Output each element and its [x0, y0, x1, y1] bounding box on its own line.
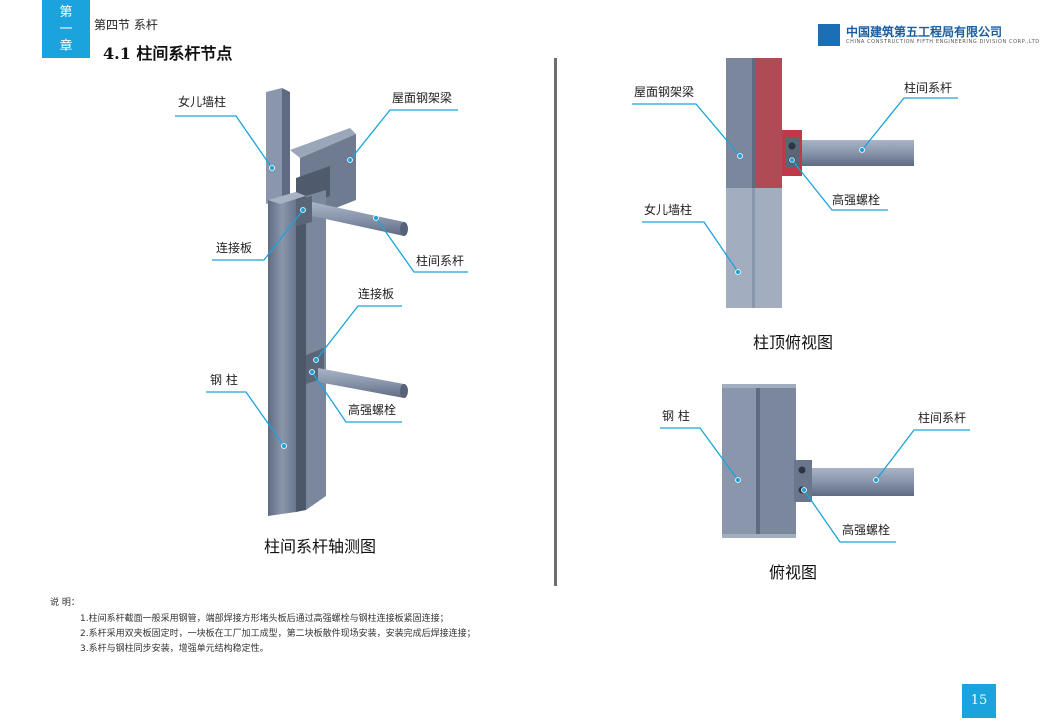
column-top-view-drawing: 屋面钢架梁 柱间系杆 高强螺栓 女儿墙柱 柱顶俯视图: [632, 58, 958, 352]
roof-beam-left-flange: [726, 58, 754, 188]
tie-rod-top-view: [802, 140, 914, 166]
label-roof-beam-top: 屋面钢架梁: [634, 84, 694, 99]
label-tie-rod-plan: 柱间系杆: [918, 410, 966, 425]
label-connection-plate-lower: 连接板: [358, 286, 394, 301]
note-item-3: 3.系杆与钢柱同步安装，增强单元结构稳定性。: [80, 644, 269, 654]
plan-view-drawing: 钢 柱 柱间系杆 高强螺栓 俯视图: [660, 384, 970, 582]
page-number: 15: [962, 684, 996, 718]
label-parapet-column: 女儿墙柱: [178, 94, 226, 109]
label-tie-rod-top: 柱间系杆: [904, 80, 952, 95]
note-item-2: 2.系杆采用双夹板固定时，一块板在工厂加工成型，第二块板散件现场安装，安装完成后…: [80, 629, 476, 639]
parapet-column: [266, 88, 290, 204]
chapter-char-3: 章: [59, 39, 73, 54]
notes-title: 说 明：: [50, 598, 80, 608]
caption-axonometric: 柱间系杆轴测图: [264, 537, 376, 556]
chapter-tab: 第 一 章: [42, 0, 90, 58]
caption-plan-view: 俯视图: [769, 563, 817, 582]
company-name-en: CHINA CONSTRUCTION FIFTH ENGINEERING DIV…: [846, 39, 1040, 45]
chapter-char-1: 第: [59, 5, 73, 20]
main-steel-column: [268, 190, 326, 516]
label-connection-plate-upper: 连接板: [216, 240, 252, 255]
company-logo: 中国建筑第五工程局有限公司 CHINA CONSTRUCTION FIFTH E…: [818, 24, 1039, 50]
notes-block: 说 明： 1.柱间系杆截面一般采用钢管，端部焊接方形堵头板后通过高强螺栓与钢柱连…: [50, 596, 476, 657]
chapter-char-2: 一: [59, 22, 73, 37]
page-title: 4.1 柱间系杆节点: [103, 44, 233, 63]
label-steel-column-plan: 钢 柱: [662, 408, 690, 423]
label-tie-rod-axo: 柱间系杆: [416, 253, 464, 268]
roof-beam-right-flange: [754, 58, 782, 188]
end-plate-plan: [794, 460, 812, 502]
note-item-1: 1.柱间系杆截面一般采用钢管，端部焊接方形堵头板后通过高强螺栓与钢柱连接板紧固连…: [80, 614, 449, 624]
label-hs-bolt-top: 高强螺栓: [832, 192, 880, 207]
tie-rod-upper: [312, 202, 408, 236]
label-steel-column-axo: 钢 柱: [210, 372, 238, 387]
company-name-cn: 中国建筑第五工程局有限公司: [846, 25, 1003, 39]
column-flange-left: [722, 388, 758, 534]
axonometric-drawing: 女儿墙柱 屋面钢架梁 连接板 柱间系杆 连接板 钢 柱 高强螺栓 柱间系杆轴测图: [175, 88, 468, 556]
section-label: 第四节 系杆: [94, 18, 158, 32]
column-flange-right: [758, 388, 796, 534]
caption-column-top-view: 柱顶俯视图: [753, 333, 833, 352]
tie-rod-plan-view: [812, 468, 914, 496]
label-hs-bolt-axo: 高强螺栓: [348, 402, 396, 417]
label-roof-beam: 屋面钢架梁: [392, 90, 452, 105]
tie-rod-lower: [318, 368, 408, 398]
company-logo-icon: [818, 24, 840, 46]
label-hs-bolt-plan: 高强螺栓: [842, 522, 890, 537]
vertical-divider: [554, 58, 557, 586]
label-parapet-column-top: 女儿墙柱: [644, 202, 692, 217]
